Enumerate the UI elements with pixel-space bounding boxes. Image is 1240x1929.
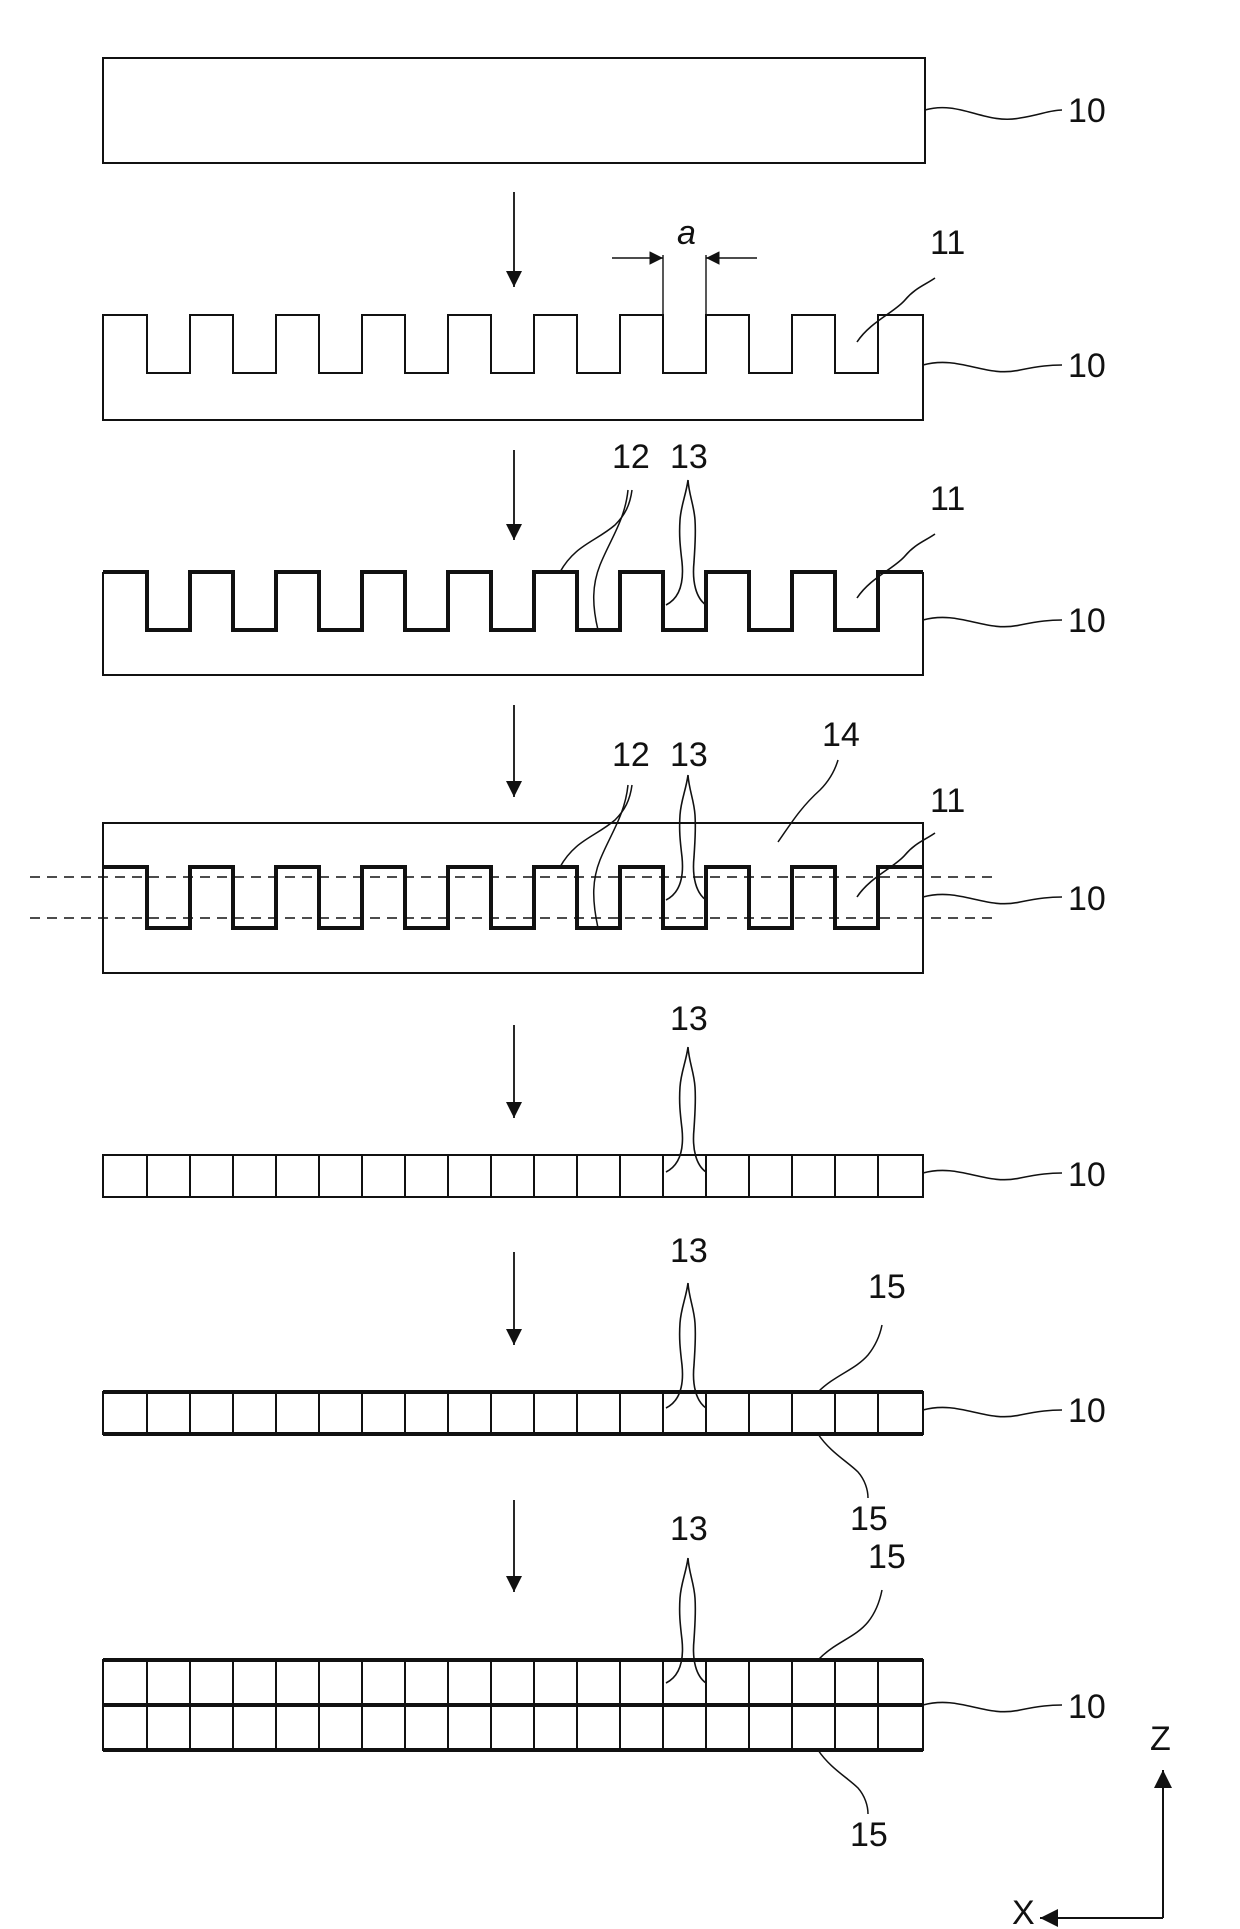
label-13: 13 — [670, 1232, 708, 1270]
defect-13 — [666, 775, 706, 900]
label-11: 11 — [930, 782, 965, 820]
label-a: a — [677, 214, 696, 252]
stage-5-sliced: 13 10 — [103, 1000, 1106, 1197]
label-13: 13 — [670, 736, 708, 774]
defect-13 — [666, 1283, 706, 1408]
label-10: 10 — [1068, 880, 1106, 918]
defect-13 — [666, 480, 706, 605]
stage-2-grooved: a 11 10 — [103, 214, 1106, 420]
label-10: 10 — [1068, 602, 1106, 640]
label-14: 14 — [822, 716, 860, 754]
stage-1-substrate: 10 — [103, 58, 1106, 163]
label-11: 11 — [930, 224, 965, 262]
label-10: 10 — [1068, 1392, 1106, 1430]
label-15: 15 — [868, 1538, 906, 1576]
stage-3-coated: 13 12 11 10 — [103, 438, 1106, 675]
label-15: 15 — [850, 1500, 888, 1538]
dimension-a: a — [612, 214, 757, 315]
label-13: 13 — [670, 1000, 708, 1038]
label-10: 10 — [1068, 1156, 1106, 1194]
defect-13 — [666, 1558, 706, 1683]
defect-13 — [666, 1047, 706, 1172]
label-10: 10 — [1068, 92, 1106, 130]
axis-x-label: X — [1012, 1894, 1035, 1929]
stage-7-stacked: 13 15 15 10 — [103, 1510, 1106, 1854]
label-13: 13 — [670, 1510, 708, 1548]
label-12: 12 — [612, 736, 650, 774]
label-11: 11 — [930, 480, 965, 518]
label-15: 15 — [850, 1816, 888, 1854]
label-15: 15 — [868, 1268, 906, 1306]
stage-4-bonded: 13 12 14 11 10 — [30, 716, 1106, 973]
axis-indicator: Z X — [1012, 1720, 1171, 1929]
label-12: 12 — [612, 438, 650, 476]
label-13: 13 — [670, 438, 708, 476]
axis-z-label: Z — [1150, 1720, 1171, 1758]
label-10: 10 — [1068, 1688, 1106, 1726]
label-10: 10 — [1068, 347, 1106, 385]
stage-6-layered: 13 15 15 10 — [103, 1232, 1106, 1538]
